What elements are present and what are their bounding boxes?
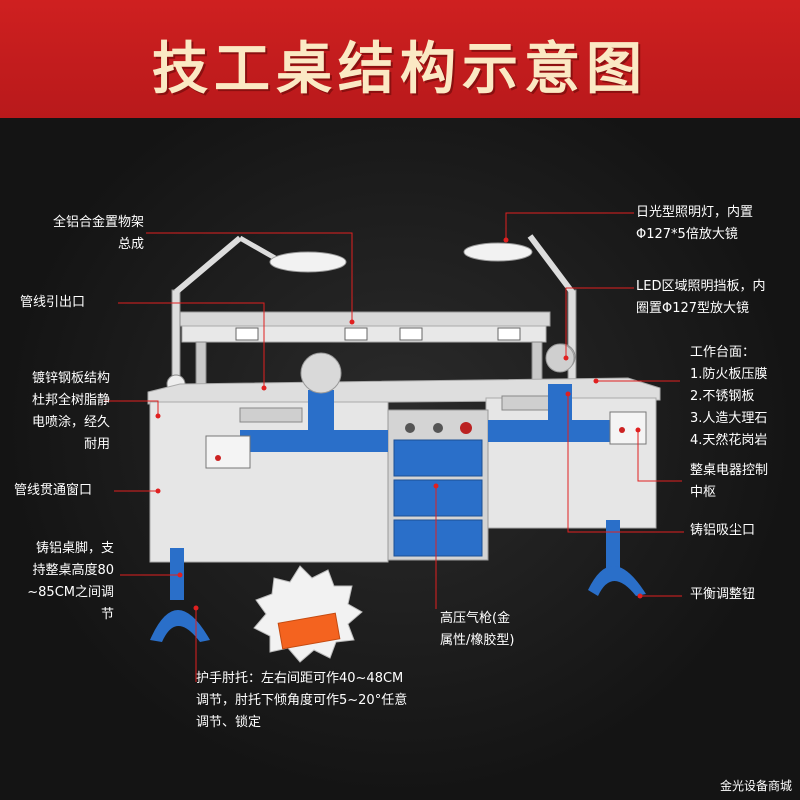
label-armrest: 护手肘托：左右间距可作40~48CM 调节，肘托下倾角度可作5~20°任意 调节…	[196, 668, 407, 734]
label-air-gun: 高压气枪(金 属性/橡胶型)	[440, 608, 514, 652]
right-blue-rail	[488, 420, 612, 442]
armrest-detail-badge	[254, 566, 362, 662]
label-legs: 铸铝桌脚，支 持整桌高度80 ~85CM之间调 节	[6, 538, 114, 626]
label-shelf: 全铝合金置物架 总成	[18, 212, 144, 256]
control-panel-left	[206, 436, 250, 468]
label-cable-outlet: 管线引出口	[20, 292, 85, 314]
label-led-shield: LED区域照明挡板，内 圈置Φ127型放大镜	[636, 276, 765, 320]
label-steel-structure: 镀锌钢板结构 杜邦全树脂静 电喷涂，经久 耐用	[6, 368, 110, 456]
label-worktop: 工作台面： 1.防火板压膜 2.不锈钢板 3.人造大理石 4.天然花岗岩	[690, 342, 767, 452]
shelf-top	[178, 312, 550, 326]
label-cable-window: 管线贯通窗口	[14, 480, 92, 502]
left-cabinet	[150, 402, 388, 562]
mirror-left	[301, 353, 341, 393]
label-control: 整桌电器控制 中枢	[690, 460, 768, 504]
watermark: 金光设备商城	[720, 777, 792, 794]
dust-collector-left	[308, 390, 334, 432]
label-lamp: 日光型照明灯，内置 Φ127*5倍放大镜	[636, 202, 753, 246]
control-panel-right	[610, 412, 646, 444]
label-balance: 平衡调整钮	[690, 584, 755, 606]
label-dust-port: 铸铝吸尘口	[690, 520, 755, 542]
left-blue-rail	[240, 430, 388, 452]
